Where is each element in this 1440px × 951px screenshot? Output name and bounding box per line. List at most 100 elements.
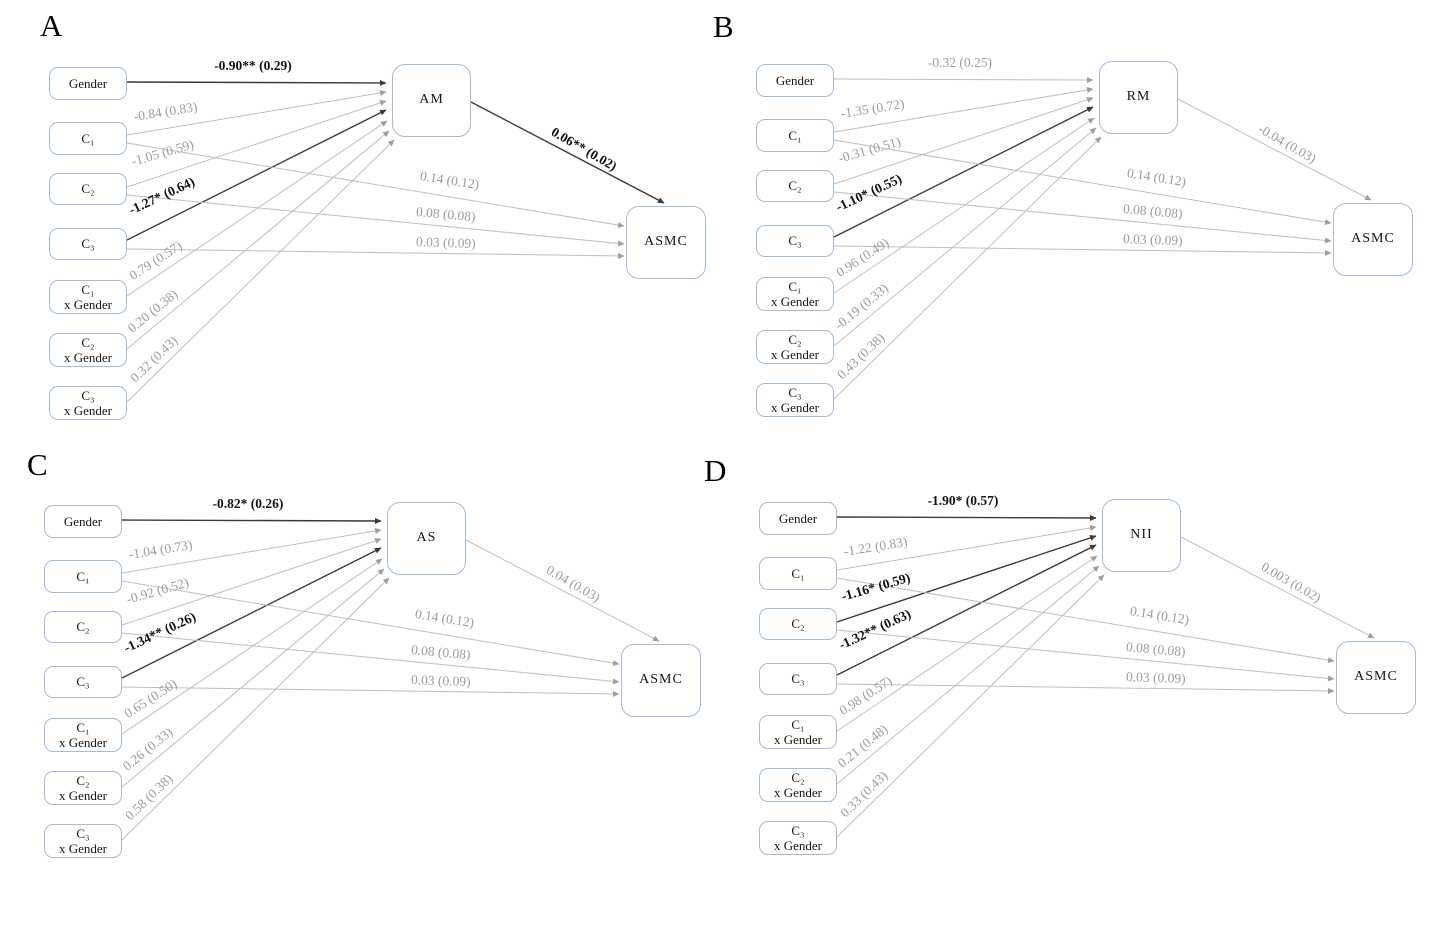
panel-letter: C [27, 447, 48, 482]
node-c3xgender: C₃ x Gender [44, 824, 122, 858]
node-mediator-label: AS [416, 530, 437, 546]
edge-c3-outcome [121, 686, 620, 697]
node-c1-label: C₁ [81, 130, 95, 146]
panel-letter: B [713, 9, 734, 44]
node-outcome: ASMC [1333, 203, 1413, 276]
node-c2xgender-label: C₂ x Gender [773, 769, 822, 800]
node-c1xgender: C₁ x Gender [759, 715, 837, 749]
node-outcome-label: ASMC [1351, 231, 1395, 247]
edge-c1-outcome [833, 139, 1332, 225]
edge-c1-outcome [126, 142, 625, 228]
edge-c1-outcome [836, 577, 1335, 663]
node-c1xgender: C₁ x Gender [756, 277, 834, 311]
edge-c3-outcome [836, 683, 1335, 694]
coef-gender-mediator: -1.90* (0.57) [927, 493, 999, 508]
node-mediator: RM [1099, 61, 1178, 134]
edge-c3-mediator [121, 547, 382, 679]
edge-c3-outcome [126, 248, 625, 259]
node-gender: Gender [756, 64, 834, 97]
edge-c3xgender-mediator [121, 577, 390, 841]
node-outcome: ASMC [621, 644, 701, 717]
node-c2xgender: C₂ x Gender [49, 333, 127, 367]
edge-c1-mediator [121, 528, 382, 574]
path-wires [833, 76, 1372, 400]
node-gender: Gender [44, 505, 122, 538]
node-gender: Gender [49, 67, 127, 100]
node-c2-label: C₂ [788, 178, 802, 194]
node-c3xgender: C₃ x Gender [759, 821, 837, 855]
node-c2xgender-label: C₂ x Gender [770, 331, 819, 362]
coef-c3-outcome: 0.03 (0.09) [1122, 231, 1183, 249]
node-mediator-label: AM [419, 92, 444, 108]
node-c2: C₂ [756, 170, 834, 202]
node-c2: C₂ [759, 608, 837, 640]
edge-c3xgender-mediator [833, 136, 1102, 400]
edge-c3xgender-mediator [836, 574, 1105, 838]
edge-mediator-outcome [1177, 98, 1372, 201]
coef-gender-mediator: -0.82* (0.26) [212, 496, 284, 511]
node-c1-label: C₁ [76, 568, 90, 584]
edge-mediator-outcome [470, 101, 665, 204]
node-c2: C₂ [49, 173, 127, 205]
node-c1-label: C₁ [788, 127, 802, 143]
node-c3xgender-label: C₃ x Gender [63, 387, 112, 418]
path-wires [126, 79, 665, 403]
node-c3-label: C₃ [791, 671, 805, 687]
node-c3: C₃ [44, 666, 122, 698]
node-gender-label: Gender [775, 72, 815, 88]
edge-c1-mediator [836, 525, 1097, 571]
node-c1xgender-label: C₁ x Gender [63, 281, 112, 312]
node-c3xgender: C₃ x Gender [756, 383, 834, 417]
node-c3: C₃ [49, 228, 127, 260]
edge-c2xgender-mediator [126, 130, 390, 350]
edge-gender-mediator [126, 79, 387, 86]
edge-gender-mediator [836, 514, 1097, 521]
node-mediator-label: NII [1130, 527, 1153, 543]
panel-letter: D [704, 453, 727, 488]
node-c3xgender-label: C₃ x Gender [58, 825, 107, 856]
panel-letter: A [40, 8, 63, 43]
edge-c2xgender-mediator [836, 565, 1100, 785]
edge-gender-mediator [121, 517, 382, 524]
node-outcome-label: ASMC [639, 672, 683, 688]
node-c2xgender-label: C₂ x Gender [63, 334, 112, 365]
edge-c2xgender-mediator [833, 127, 1097, 347]
node-c1xgender-label: C₁ x Gender [770, 278, 819, 309]
edge-c3-outcome [833, 245, 1332, 256]
node-gender-label: Gender [63, 513, 103, 529]
edge-c2-mediator [121, 538, 382, 626]
path-wires [836, 514, 1375, 838]
coef-c3-outcome: 0.03 (0.09) [410, 672, 471, 690]
node-c1xgender: C₁ x Gender [44, 718, 122, 752]
node-gender-label: Gender [778, 510, 818, 526]
panel-a: A Gender C₁ C₂ C₃ C₁ x Gender C₂ x Gende… [30, 10, 750, 455]
coef-gender-mediator: -0.32 (0.25) [927, 55, 993, 70]
edge-c2-outcome [126, 194, 625, 247]
node-gender: Gender [759, 502, 837, 535]
node-c3: C₃ [756, 225, 834, 257]
node-c3-label: C₃ [76, 674, 90, 690]
edge-c1-mediator [833, 87, 1094, 133]
node-c3xgender-label: C₃ x Gender [770, 384, 819, 415]
edge-c3-mediator [833, 106, 1094, 238]
node-mediator: AS [387, 502, 466, 575]
edge-c1-mediator [126, 90, 387, 136]
edge-c3-mediator [126, 109, 387, 241]
edge-mediator-outcome [1180, 536, 1375, 639]
node-mediator: NII [1102, 499, 1181, 572]
node-c2: C₂ [44, 611, 122, 643]
node-mediator: AM [392, 64, 471, 137]
node-outcome-label: ASMC [1354, 669, 1398, 685]
node-c3xgender-label: C₃ x Gender [773, 822, 822, 853]
node-c2xgender: C₂ x Gender [44, 771, 122, 805]
edge-c2-mediator [126, 100, 387, 188]
edge-c3-mediator [836, 544, 1097, 676]
edge-c2-outcome [121, 632, 620, 685]
edge-c2-mediator [836, 535, 1097, 623]
edge-c1xgender-mediator [121, 558, 383, 735]
node-outcome: ASMC [626, 206, 706, 279]
node-c2xgender-label: C₂ x Gender [58, 772, 107, 803]
edge-c2-mediator [833, 97, 1094, 185]
edge-mediator-outcome [465, 539, 660, 642]
